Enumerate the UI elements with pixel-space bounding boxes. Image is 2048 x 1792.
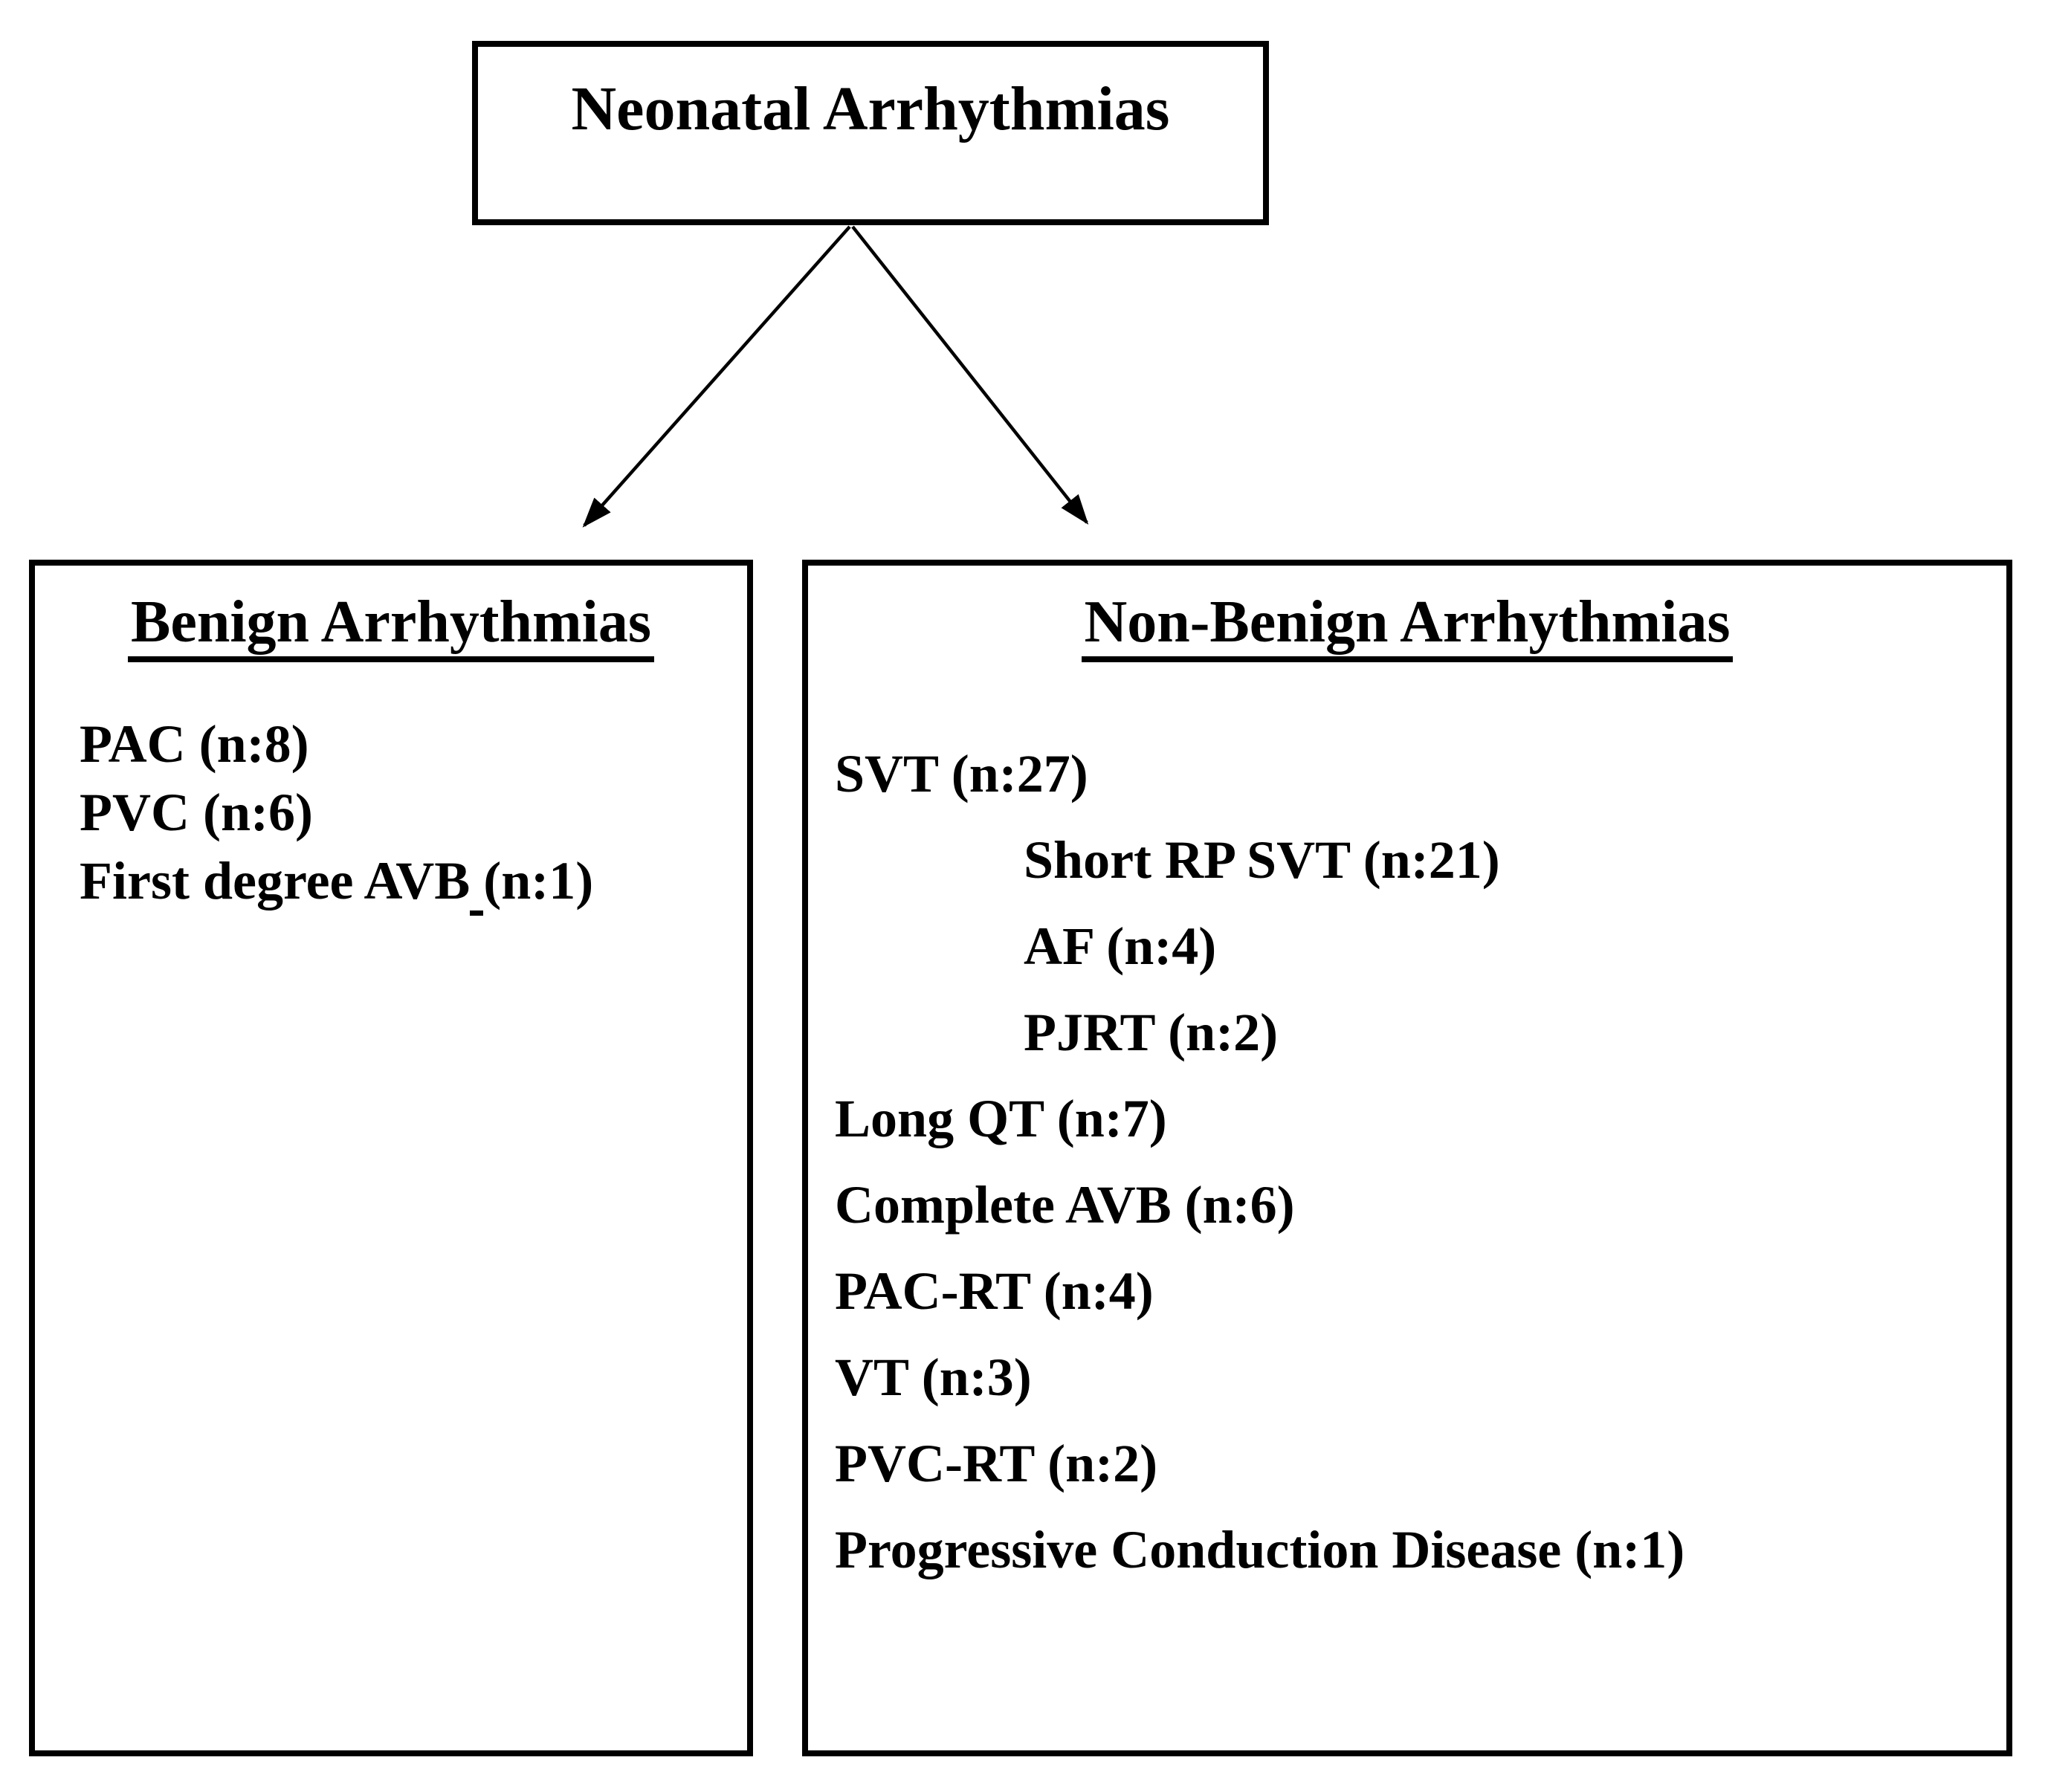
root-box-title: Neonatal Arrhythmias — [571, 74, 1170, 143]
list-item: PJRT (n:2) — [835, 989, 2006, 1075]
item-text: First degree AVB — [80, 851, 471, 910]
benign-heading: Benign Arrhythmias — [35, 592, 747, 667]
item-text: VT (n:3) — [835, 1348, 1032, 1407]
item-text: PJRT (n:2) — [1024, 1003, 1279, 1062]
item-text: (n:1) — [483, 851, 594, 910]
benign-heading-text: Benign Arrhythmias — [127, 592, 655, 662]
item-text: PAC (n:8) — [80, 714, 309, 774]
non-benign-heading: Non-Benign Arrhythmias — [808, 592, 2006, 667]
item-text: Long QT (n:7) — [835, 1089, 1167, 1148]
list-item: PVC-RT (n:2) — [835, 1420, 2006, 1507]
item-text: PVC-RT (n:2) — [835, 1434, 1158, 1493]
item-text: PAC-RT (n:4) — [835, 1261, 1154, 1321]
non-benign-heading-text: Non-Benign Arrhythmias — [1081, 592, 1734, 662]
list-item: SVT (n:27) — [835, 731, 2006, 817]
list-item: PVC (n:6) — [80, 778, 747, 847]
non-benign-list: SVT (n:27) Short RP SVT (n:21) AF (n:4) PJR… — [808, 731, 2006, 1593]
item-text: Complete AVB (n:6) — [835, 1175, 1295, 1235]
list-item: First degree AVB (n:1) — [80, 847, 747, 916]
benign-list: PAC (n:8)PVC (n:6)First degree AVB (n:1) — [35, 710, 747, 916]
list-item: Complete AVB (n:6) — [835, 1162, 2006, 1248]
benign-box: Benign Arrhythmias PAC (n:8)PVC (n:6)Fir… — [29, 560, 753, 1756]
list-item: PAC (n:8) — [80, 710, 747, 778]
underlined-space — [470, 851, 484, 916]
list-item: Long QT (n:7) — [835, 1075, 2006, 1162]
arrow-to-benign — [582, 225, 851, 528]
list-item: Short RP SVT (n:21) — [835, 817, 2006, 903]
non-benign-box: Non-Benign Arrhythmias SVT (n:27) Short R… — [802, 560, 2012, 1756]
list-item: AF (n:4) — [835, 903, 2006, 989]
root-box: Neonatal Arrhythmias — [472, 41, 1269, 225]
item-text: AF (n:4) — [1024, 916, 1217, 976]
item-text: Short RP SVT (n:21) — [1024, 830, 1500, 890]
item-text: Progressive Conduction Disease (n:1) — [835, 1520, 1685, 1579]
arrow-to-non-benign — [851, 225, 1089, 525]
list-item: VT (n:3) — [835, 1334, 2006, 1420]
list-item: PAC-RT (n:4) — [835, 1248, 2006, 1334]
list-item: Progressive Conduction Disease (n:1) — [835, 1507, 2006, 1593]
item-text: SVT (n:27) — [835, 744, 1088, 803]
item-text: PVC (n:6) — [80, 783, 313, 842]
